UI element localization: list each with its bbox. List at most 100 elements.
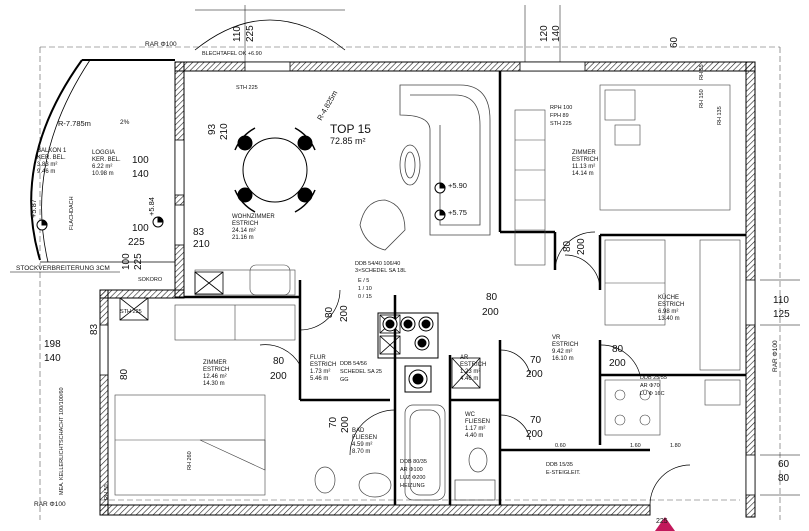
dim-225c: 225 — [133, 253, 144, 270]
windows — [99, 61, 756, 496]
dim-200e: 200 — [609, 358, 626, 369]
rh-150: RH 150 — [699, 89, 705, 108]
dim-70b: 70 — [530, 415, 542, 426]
dim-200g: 200 — [526, 429, 543, 440]
built-in-cabinets — [174, 109, 741, 436]
dim-225: 225 — [245, 25, 256, 42]
ddb1-a: DDB 54/40 106/40 — [355, 261, 401, 267]
slope-label: 2% — [120, 119, 130, 126]
dim-83: 83 — [193, 227, 205, 238]
dim-100b: 100 — [132, 223, 149, 234]
dim-210b: 210 — [193, 239, 210, 250]
dim-110: 110 — [232, 26, 243, 42]
dim-120: 120 — [539, 25, 550, 42]
door-swings — [259, 231, 691, 506]
ddb3-d: HEIZUNG — [400, 483, 425, 489]
dim-200h: 200 — [340, 416, 351, 433]
ddb2-c: GG — [340, 377, 349, 383]
elevation-1: +5.90 — [448, 181, 467, 190]
rar-top: RAR Φ100 — [145, 41, 177, 48]
ddb4-a: DDB 15/35 — [546, 462, 573, 468]
ddb3-b: AR Φ100 — [400, 467, 423, 473]
dim-200b: 200 — [339, 305, 350, 322]
elevation-2: +5.75 — [448, 208, 467, 217]
balcony-outline — [30, 9, 346, 263]
radius-label: R-7.785m — [58, 119, 91, 128]
sokoro-label: SOKORO — [138, 277, 163, 283]
ddb3-c: LUZ Φ200 — [400, 475, 426, 481]
dim-110-right: 110 — [773, 295, 789, 306]
dim-80d: 80 — [612, 344, 624, 355]
dimension-lines — [10, 5, 800, 505]
dim-225b: 225 — [128, 237, 145, 248]
sth-left: STH 225 — [120, 309, 142, 315]
elevation-markers — [36, 182, 446, 231]
ddb1-e: 0 / 15 — [358, 294, 372, 300]
dim-70a: 70 — [530, 355, 542, 366]
kellerlicht-label: MEA. KELLERLICHTSCHACHT 100/100/60 — [59, 387, 65, 496]
dim-80-right: 80 — [778, 473, 790, 484]
entry-arrow — [655, 517, 675, 531]
ddb4-b: E-STEIGLEIT. — [546, 470, 581, 476]
ddb1-d: 1 / 10 — [358, 286, 372, 292]
dim-80f: 80 — [119, 368, 130, 380]
rph-right: RPH 100 — [550, 105, 573, 111]
value-180: 1.80 — [670, 443, 681, 449]
ddb2-b: SCHEDEL SA 25 — [340, 369, 382, 375]
unit-name: TOP 15 — [330, 122, 371, 136]
dim-83c: 83 — [89, 323, 100, 335]
beds — [114, 84, 731, 496]
dim-200c: 200 — [270, 371, 287, 382]
interior-walls — [184, 71, 746, 505]
blechtafel-note: BLECHTAFEL OK +6.90 — [202, 51, 262, 57]
rar-right: RAR Φ100 — [772, 340, 779, 372]
ddb3-a: DDB 80/35 — [400, 459, 427, 465]
dim-80a: 80 — [486, 292, 498, 303]
dim-100a: 100 — [132, 155, 149, 166]
dim-80c: 80 — [273, 356, 285, 367]
ddb5-a: DDB 25/55 — [640, 375, 667, 381]
ddb1-c: E / 5 — [358, 278, 370, 284]
dim-80b: 80 — [324, 306, 335, 318]
outer-walls — [99, 61, 756, 518]
dim-200d: 200 — [526, 369, 543, 380]
dim-80e: 80 — [562, 240, 573, 252]
dim-60: 60 — [669, 36, 680, 48]
dim-225d: 225 — [656, 518, 668, 525]
stockverbreiterung-label: STOCKVERBREITERUNG 3CM — [16, 265, 110, 272]
sth-top: STH 225 — [236, 85, 258, 91]
dim-60-right: 60 — [778, 459, 790, 470]
dim-140b: 140 — [44, 353, 61, 364]
dim-70c: 70 — [328, 416, 339, 428]
dim-200a: 200 — [482, 307, 499, 318]
elevation-4: +5.84 — [147, 197, 156, 216]
dim-210: 210 — [219, 123, 230, 140]
dim-125-right: 125 — [773, 309, 790, 320]
ddb2-a: DDB 54/56 — [340, 361, 367, 367]
dim-93: 93 — [207, 123, 218, 135]
rh-55: RH 55 — [699, 64, 705, 80]
rh-260: RH 260 — [187, 451, 193, 470]
elevation-3: +5.87 — [29, 199, 38, 218]
dim-200f: 200 — [576, 238, 587, 255]
dining-table — [234, 127, 316, 213]
rh-135: RH 135 — [717, 106, 723, 125]
ddb5-c: LU Φ 16C — [640, 391, 665, 397]
value-160: 1.60 — [630, 443, 641, 449]
flachdach-label: FLACHDACH — [69, 196, 75, 230]
ddb1-b: 3×SCHEDEL SA 18L — [355, 268, 407, 274]
value-060: 0.60 — [555, 443, 566, 449]
rar-bottom: RAR Φ100 — [34, 501, 66, 508]
unit-area: 72.85 m² — [330, 136, 366, 146]
sofa — [359, 84, 491, 251]
dim-100c: 100 — [121, 253, 132, 270]
